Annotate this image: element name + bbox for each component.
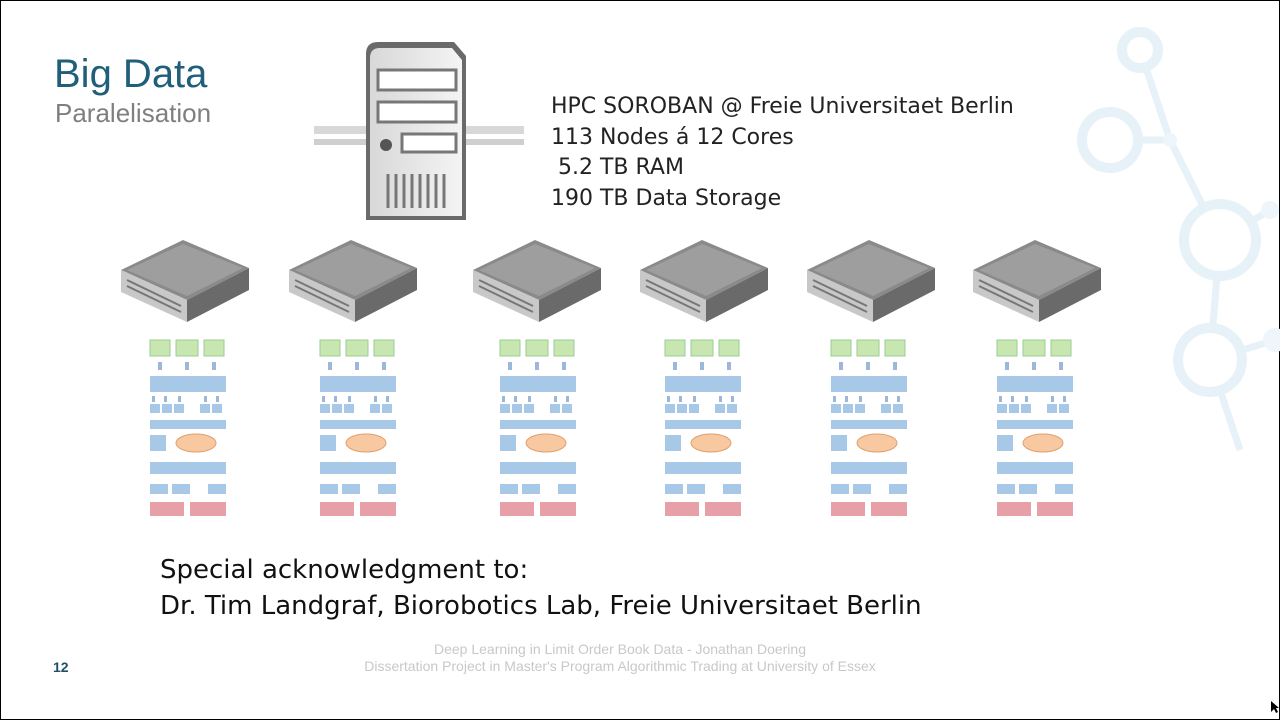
footer-line-2: Dissertation Project in Master's Program… (364, 658, 876, 674)
slide-subtitle: Paralelisation (55, 98, 212, 128)
server-tower-icon (314, 42, 524, 220)
pipeline-flow-diagram (498, 338, 578, 523)
footer-line-1: Deep Learning in Limit Order Book Data -… (434, 641, 806, 657)
hpc-specs: HPC SOROBAN @ Freie Universitaet Berlin 1… (551, 92, 1014, 214)
hpc-line: 113 Nodes á 12 Cores (551, 124, 794, 150)
rack-server-icon (289, 240, 417, 327)
pipeline-flow-diagram (148, 338, 228, 523)
network-molecule-decoration (1077, 27, 1280, 452)
footer: Deep Learning in Limit Order Book Data -… (320, 641, 920, 675)
rack-server-icon (973, 240, 1101, 327)
mouse-cursor-icon (1271, 701, 1279, 713)
pipeline-flow-diagram (318, 338, 398, 523)
rack-server-icon (807, 240, 935, 327)
rack-server-icon (473, 240, 601, 327)
rack-server-icon (640, 240, 768, 327)
hpc-line: HPC SOROBAN @ Freie Universitaet Berlin (551, 94, 1014, 119)
pipeline-flow-diagram (663, 338, 743, 523)
acknowledgment-names: Dr. Tim Landgraf, Biorobotics Lab, Freie… (160, 591, 922, 621)
slide-title: Big Data (54, 52, 208, 96)
rack-server-icon (121, 240, 249, 327)
page-number: 12 (53, 659, 69, 675)
hpc-line: 5.2 TB RAM (551, 155, 684, 180)
acknowledgment: Special acknowledgment to: Dr. Tim Landgr… (160, 552, 922, 624)
acknowledgment-heading: Special acknowledgment to: (160, 555, 529, 585)
pipeline-flow-diagram (995, 338, 1075, 523)
hpc-line: 190 TB Data Storage (551, 185, 782, 211)
pipeline-flow-diagram (829, 338, 909, 523)
